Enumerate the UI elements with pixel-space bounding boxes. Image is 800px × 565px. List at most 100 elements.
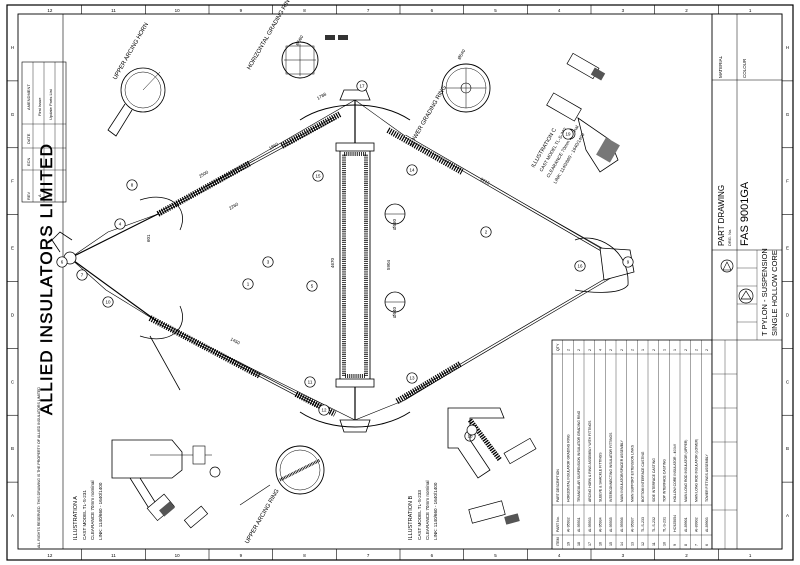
dim-d10: Ø560: [295, 34, 305, 46]
item-balloon-number: 15: [315, 174, 321, 179]
item-balloon-number: 16: [577, 264, 583, 269]
revision-table: REV ECN DATE AMENDMENT A First Issue B U…: [21, 61, 67, 203]
border-number-top: 10: [175, 8, 181, 13]
dim-d6: 4670: [330, 257, 335, 268]
parts-cell: TL-S-231: [663, 517, 667, 532]
dim-d8: 2215: [480, 177, 492, 187]
dimensions: 2500 2260 1860 601 1788 4670 5904 2215 1…: [146, 34, 491, 346]
projection-symbol-icon: [738, 288, 754, 304]
parts-cell: HORIZONTAL INSULATOR GRADING RING: [567, 434, 571, 502]
border-letter-right: H: [786, 45, 789, 50]
dim-d5: 1788: [316, 91, 328, 101]
border-number-bottom: 12: [47, 553, 53, 558]
dim-d4: 601: [146, 234, 151, 242]
border-letter-left: E: [11, 246, 14, 251]
parts-cell: 13: [631, 542, 635, 546]
dim-d3: 1860: [268, 141, 280, 151]
item-balloon: [574, 260, 586, 272]
parts-cell: 10: [663, 542, 667, 546]
parts-cell: MAIN LONG ROD INSULATOR (UPPER): [684, 440, 688, 502]
parts-cell: 4: [599, 349, 603, 351]
parts-cell: AI-95934: [599, 517, 603, 532]
border-number-bottom: 3: [622, 553, 625, 558]
item-balloon-number: 1: [247, 282, 250, 287]
footer-note: ALL RIGHTS RESERVED. THIS DRAWING IS THE…: [37, 387, 41, 548]
item-balloon: [114, 218, 126, 230]
item-balloon: [480, 226, 492, 238]
illus-a-clearance: CLEARANCE 70mm nominal: [90, 481, 95, 540]
parts-cell: HC925054: [673, 515, 677, 532]
dim-d12: Ø560: [392, 218, 397, 230]
parts-cell: 12: [641, 542, 645, 546]
border-number-top: 1: [749, 8, 752, 13]
illus-b-cast: CAST MODEL TL-S-233: [417, 490, 422, 540]
parts-cell: TOWER FITTINGS ASSEMBLY: [705, 454, 709, 502]
item-balloon: [306, 280, 318, 292]
parts-cell: AI-95933: [588, 517, 592, 532]
title-line-1: T PYLON - SUSPENSION: [760, 248, 769, 336]
illustration-a: ILLUSTRATION A CAST MODEL TL-S-231 CLEAR…: [73, 439, 221, 540]
border-number-top: 5: [494, 8, 497, 13]
border-number-top: 3: [622, 8, 625, 13]
rev-header-ecn: ECN: [26, 157, 31, 166]
parts-cell: 9: [673, 544, 677, 546]
item-balloon-number: 8: [131, 183, 134, 188]
border-letter-left: F: [11, 179, 14, 184]
item-balloon: [406, 164, 418, 176]
rev-header-amendment: AMENDMENT: [26, 84, 31, 110]
horizontal-grading-ring: [299, 104, 411, 121]
item-balloon-number: 9: [627, 260, 630, 265]
parts-cell: INTERCONNECTING INSULATOR FITTINGS: [609, 432, 613, 502]
illus-b-title: ILLUSTRATION B: [408, 495, 414, 540]
border-number-bottom: 11: [111, 553, 116, 558]
border-number-top: 6: [431, 8, 434, 13]
item-balloon-number: 2: [485, 230, 488, 235]
item-balloon-number: 4: [119, 222, 122, 227]
side-interface-casting-right: [599, 247, 635, 281]
item-balloon: [126, 179, 138, 191]
parts-cell: TL-S-232: [652, 517, 656, 532]
item-balloon: [562, 128, 574, 140]
item-balloon-number: 6: [61, 260, 64, 265]
parts-cell: HOLLOW CORE INSULATOR - 400kV: [673, 443, 677, 502]
border-letter-right: E: [786, 246, 789, 251]
item-balloon: [318, 404, 330, 416]
border-letter-left: C: [11, 379, 15, 384]
illus-a-balloon: [209, 466, 221, 478]
dim-d11: Ø540: [457, 48, 467, 60]
parts-cell: AI-95936: [620, 517, 624, 532]
border-number-bottom: 10: [175, 553, 181, 558]
parts-cell: AI-95932: [567, 517, 571, 532]
border-letter-right: A: [786, 513, 789, 518]
parts-cell: 11: [652, 542, 656, 546]
item-balloon: [262, 256, 274, 268]
border-number-bottom: 5: [494, 553, 497, 558]
colour-label: COLOUR: [742, 58, 747, 78]
parts-cell: 14: [620, 542, 624, 546]
insulator-sheds-upper-left: [156, 160, 252, 217]
parts-cell: TOP INTERFACE CASTING: [663, 459, 667, 502]
item-balloon-number: 3: [267, 260, 270, 265]
border-number-bottom: 8: [303, 553, 306, 558]
item-balloon-number: 13: [409, 376, 415, 381]
border-letter-right: F: [786, 179, 789, 184]
border-zone-ticks: [7, 5, 793, 560]
item-balloon-number: 12: [321, 408, 327, 413]
border-number-top: 11: [111, 8, 116, 13]
parts-cell: AI-89902: [695, 517, 699, 532]
parts-cell: SIDE INTERFACE CASTING: [652, 458, 656, 502]
company-logo-icon: [720, 259, 734, 273]
item-balloon: [312, 170, 324, 182]
border-letter-right: B: [786, 446, 789, 451]
rev-row-a-rev: A: [37, 194, 42, 197]
item-balloon: [356, 80, 368, 92]
parts-cell: 1: [663, 349, 667, 351]
parts-header-cell: PART DESCRIPTION: [556, 469, 560, 502]
illustration-b: ILLUSTRATION B CAST MODEL TL-S-233 CLEAR…: [408, 407, 537, 540]
item-balloon-number: 17: [359, 84, 365, 89]
border-number-top: 8: [303, 8, 306, 13]
title-line-2: SINGLE HOLLOW CORE: [770, 250, 779, 336]
item-balloon: [304, 376, 316, 388]
